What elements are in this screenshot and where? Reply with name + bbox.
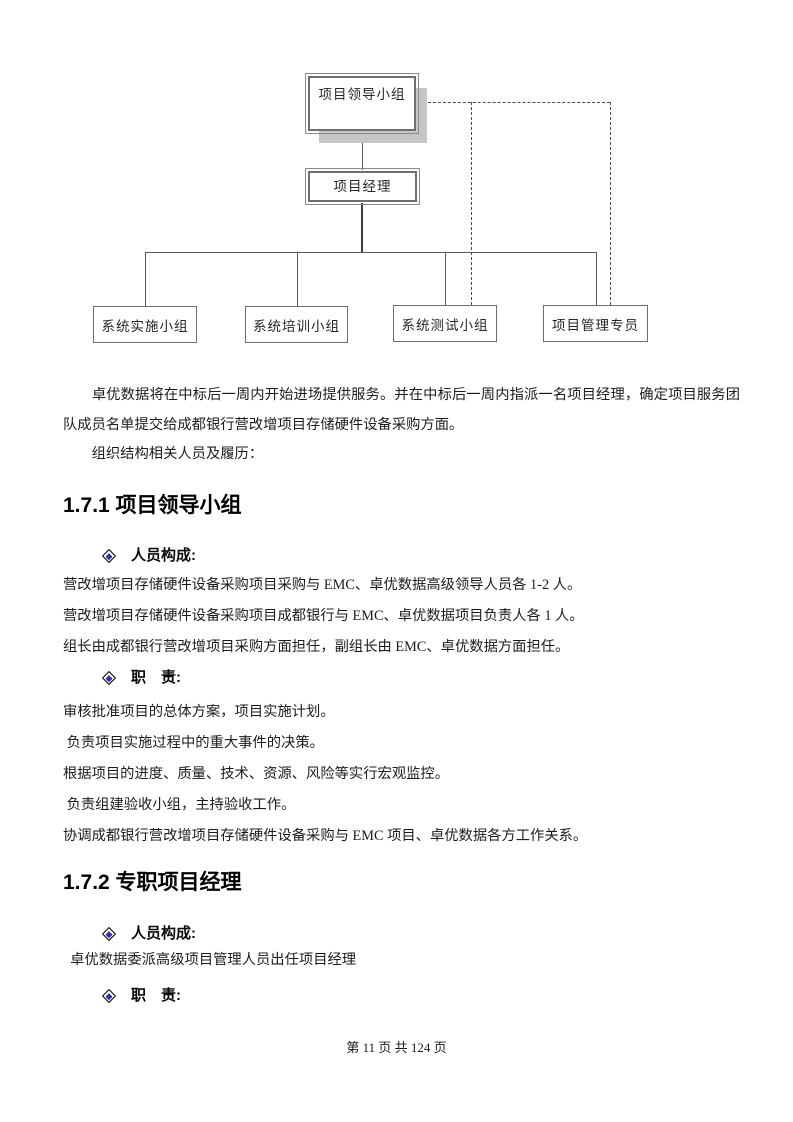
dashed-link-horizontal	[418, 102, 610, 103]
link-branch-pmo	[596, 252, 597, 305]
diamond-bullet-icon	[101, 926, 117, 942]
diamond-bullet-icon	[101, 548, 117, 564]
org-box-training-label: 系统培训小组	[253, 318, 340, 334]
s1-duty-line: 审核批准项目的总体方案，项目实施计划。	[63, 704, 335, 720]
dashed-link-to-pmo	[610, 102, 611, 305]
page-number-footer: 第 11 页 共 124 页	[346, 1040, 447, 1055]
org-box-pm-label: 项目经理	[333, 179, 392, 194]
s1-composition-label: 人员构成:	[131, 547, 196, 564]
diamond-bullet-icon	[101, 670, 117, 686]
link-branch-testing	[445, 252, 446, 305]
s1-composition-line: 组长由成都银行营改增项目采购方面担任，副组长由 EMC、卓优数据方面担任。	[63, 639, 570, 655]
s1-duty-line: 协调成都银行营改增项目存储硬件设备采购与 EMC 项目、卓优数据各方工作关系。	[63, 828, 588, 844]
org-box-pmo: 项目管理专员	[543, 305, 648, 342]
s2-duty-label: 职 责:	[131, 987, 181, 1004]
org-box-pmo-label: 项目管理专员	[552, 317, 639, 333]
s2-composition-label: 人员构成:	[131, 925, 196, 942]
org-box-impl-label: 系统实施小组	[101, 318, 189, 334]
s1-duty-line: 根据项目的进度、质量、技术、资源、风险等实行宏观监控。	[63, 766, 450, 782]
org-box-leadership-label: 项目领导小组	[318, 87, 406, 102]
org-box-pm: 项目经理	[305, 168, 420, 205]
link-branch-impl	[145, 252, 146, 306]
link-branch-training	[297, 252, 298, 306]
link-leadership-to-pm	[362, 132, 363, 170]
org-box-testing: 系统测试小组	[393, 305, 497, 342]
org-box-impl: 系统实施小组	[93, 306, 197, 343]
section-heading-171: 1.7.1 项目领导小组	[63, 494, 242, 517]
s1-duty-label: 职 责:	[131, 669, 181, 686]
s2-composition-line: 卓优数据委派高级项目管理人员出任项目经理	[63, 952, 357, 968]
s1-composition-line: 营改增项目存储硬件设备采购项目成都银行与 EMC、卓优数据项目负责人各 1 人。	[63, 608, 584, 624]
org-box-testing-label: 系统测试小组	[401, 317, 489, 333]
link-pm-stem	[361, 203, 363, 252]
dashed-link-to-testing	[471, 102, 472, 305]
s1-composition-line: 营改增项目存储硬件设备采购项目采购与 EMC、卓优数据高级领导人员各 1-2 人…	[63, 577, 582, 593]
org-box-leadership: 项目领导小组	[305, 73, 419, 134]
section-heading-172: 1.7.2 专职项目经理	[63, 871, 242, 894]
org-staff-paragraph: 组织结构相关人员及履历：	[63, 446, 264, 462]
link-horizontal-connector	[145, 252, 597, 253]
s1-duty-line: 负责组建验收小组，主持验收工作。	[63, 797, 296, 813]
org-box-training: 系统培训小组	[245, 306, 348, 343]
intro-paragraph: 卓优数据将在中标后一周内开始进场提供服务。并在中标后一周内指派一名项目经理，确定…	[63, 387, 740, 433]
diamond-bullet-icon	[101, 988, 117, 1004]
org-chart: 项目领导小组 项目经理 系统实施小组 系统培训小组 系统测试小组 项目管理专员	[0, 0, 793, 365]
s1-duty-line: 负责项目实施过程中的重大事件的决策。	[63, 735, 324, 751]
